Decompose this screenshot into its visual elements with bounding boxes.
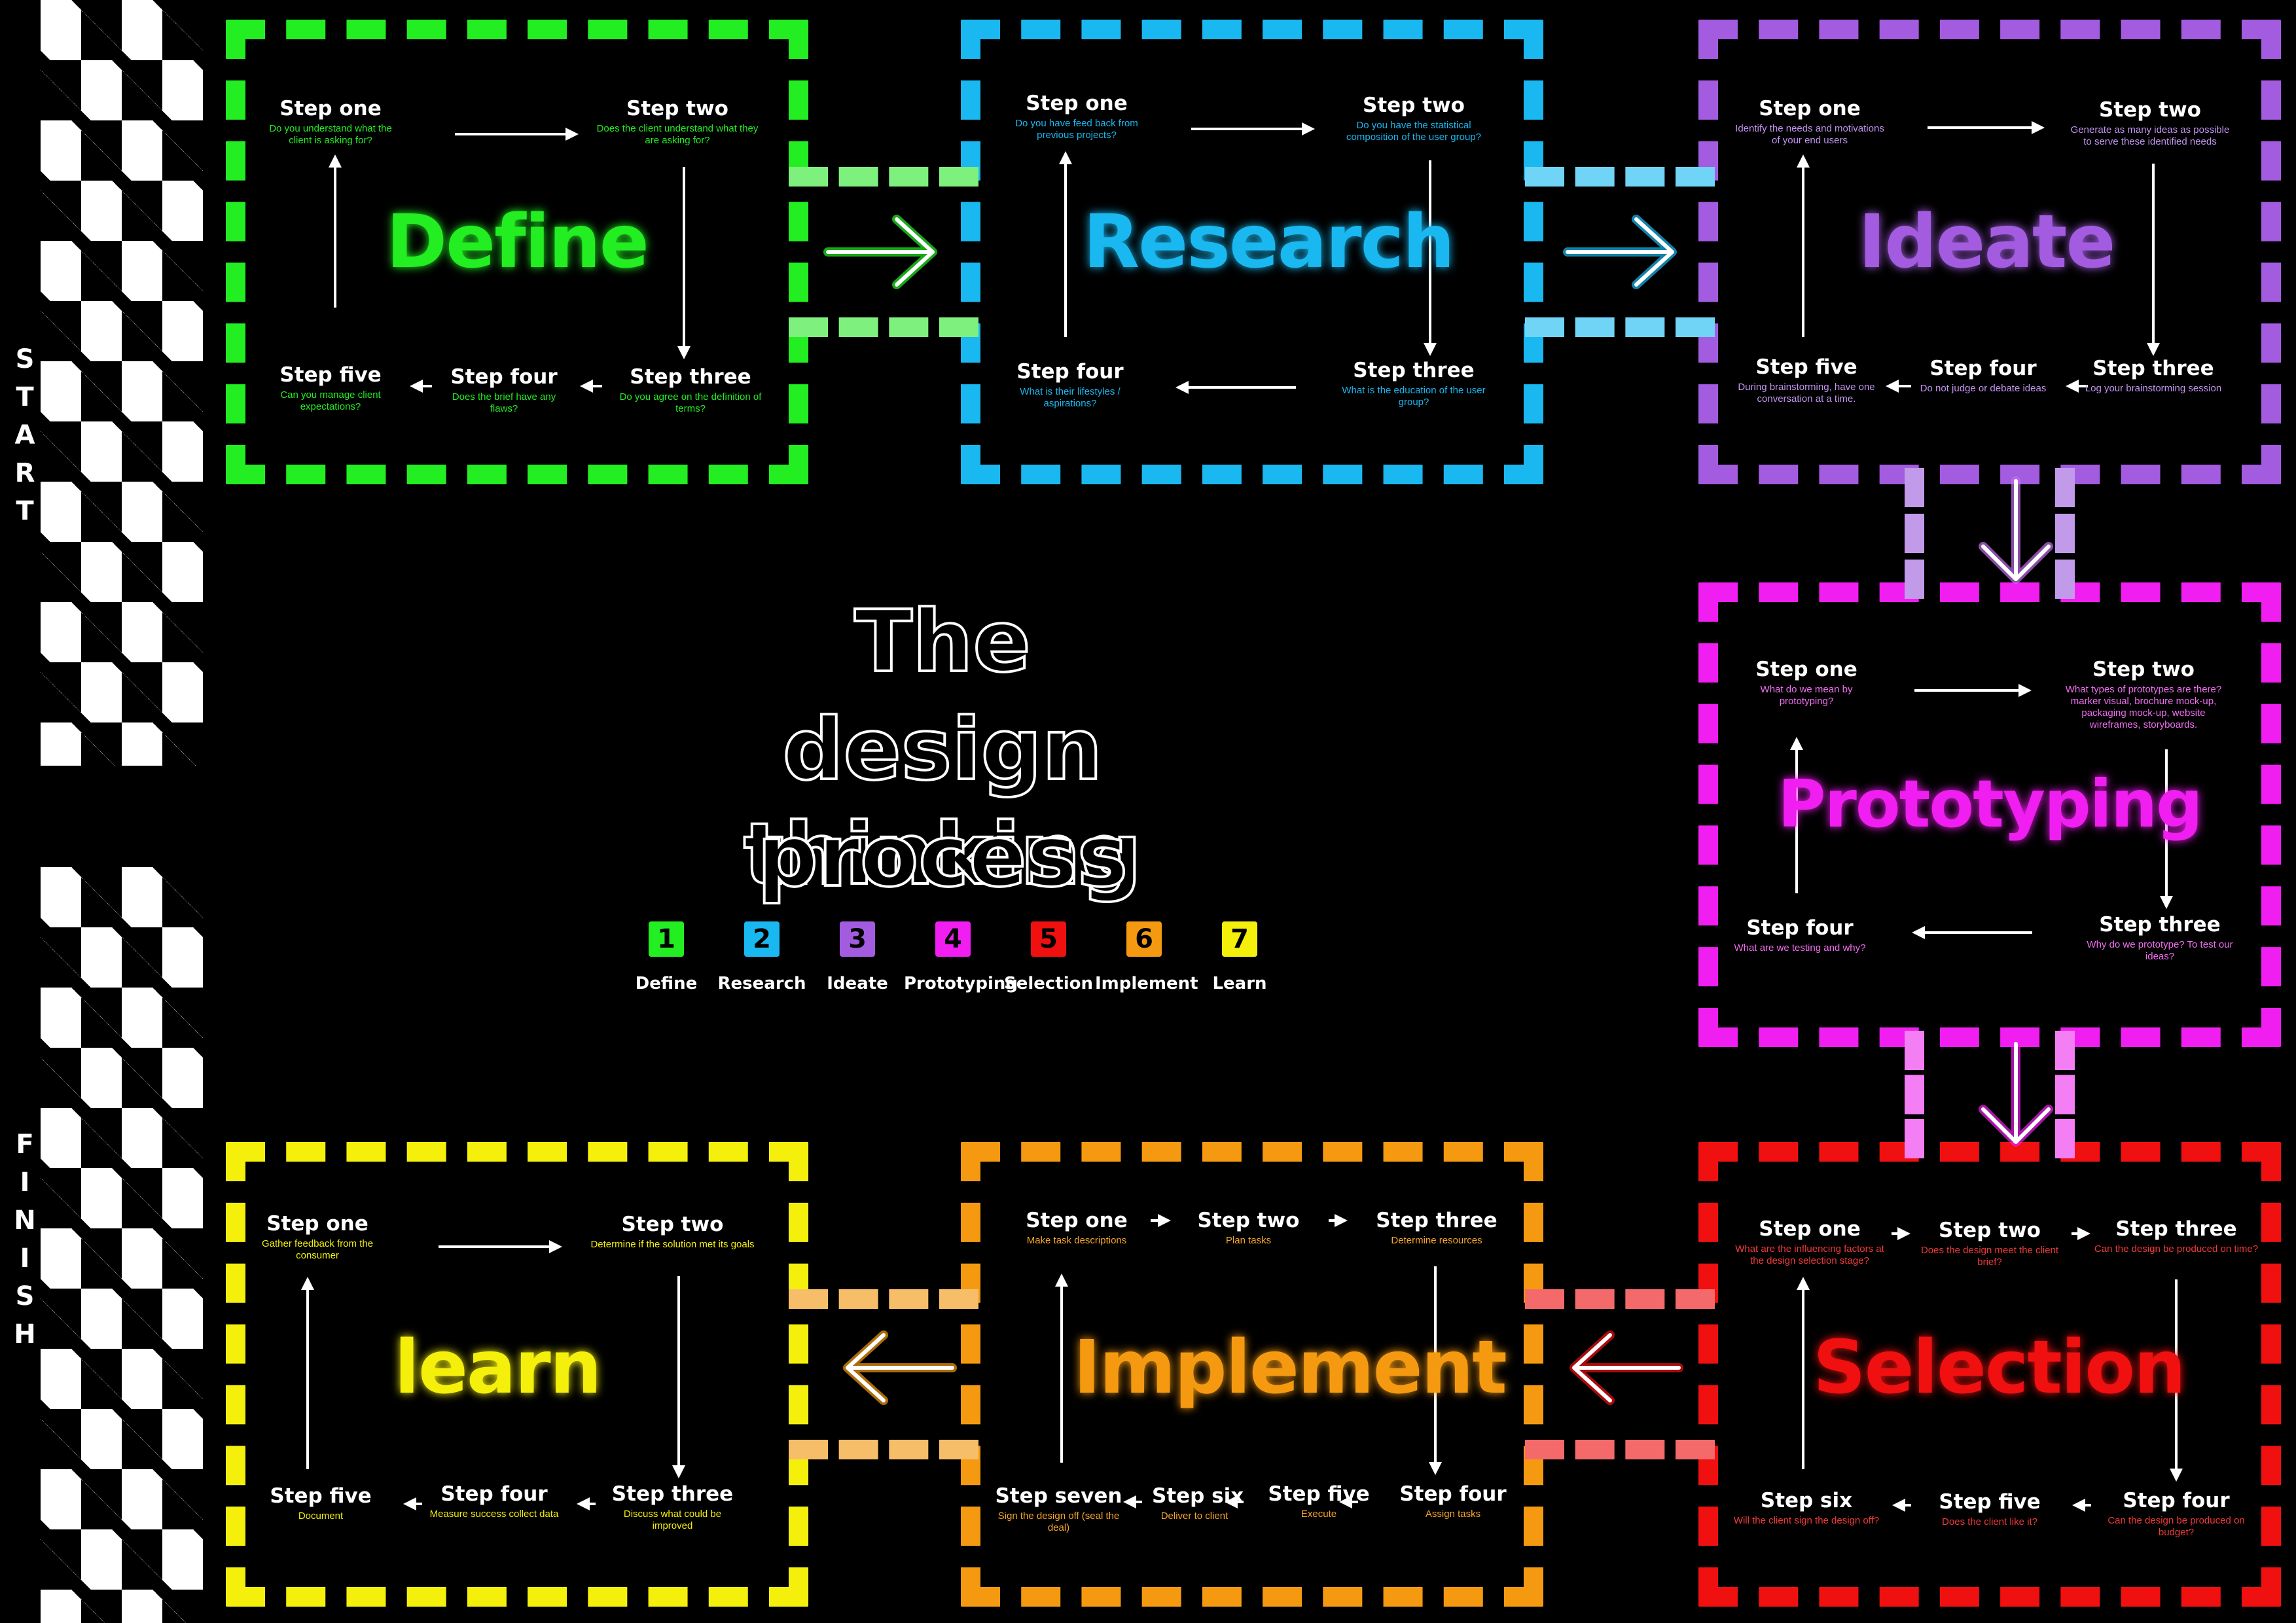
connector-prototyping-selection	[1905, 1031, 2075, 1158]
legend-box-implement: 6	[1126, 921, 1162, 957]
legend-label-define: Define	[635, 974, 698, 993]
legend-box-ideate: 3	[840, 921, 875, 957]
define-title: Define	[386, 200, 649, 285]
research-frame	[961, 20, 1543, 484]
legend-label-implement: Implement	[1095, 974, 1198, 993]
main-title-line3: process	[756, 805, 1129, 907]
legend-label-learn: Learn	[1212, 974, 1267, 993]
legend-label-research: Research	[717, 974, 806, 993]
learn-frame	[226, 1142, 808, 1607]
connector-implement-learn	[789, 1289, 978, 1459]
legend-box-selection: 5	[1031, 921, 1066, 957]
learn-title: learn	[394, 1325, 602, 1410]
finish-label: FINISH	[14, 1130, 36, 1349]
connector-selection-implement	[1525, 1289, 1715, 1459]
legend-box-learn: 7	[1222, 921, 1257, 957]
start-checkerboard	[41, 0, 203, 766]
start-label: START	[14, 344, 35, 526]
define-frame	[226, 20, 808, 484]
finish-checkerboard	[41, 867, 203, 1623]
main-title-line2: design thinking	[742, 698, 1143, 905]
implement-frame	[961, 1142, 1543, 1607]
ideate-title: Ideate	[1858, 200, 2116, 285]
legend-box-define: 1	[649, 921, 684, 957]
ideate-frame	[1698, 20, 2281, 484]
selection-frame	[1698, 1142, 2281, 1607]
legend-label-prototyping: Prototyping	[904, 974, 1018, 993]
legend-label-selection: Selection	[1003, 974, 1094, 993]
main-title-line1: The	[853, 590, 1031, 692]
connector-ideate-prototyping	[1905, 468, 2075, 599]
research-title: Research	[1083, 200, 1455, 285]
prototyping-frame	[1698, 582, 2281, 1047]
connector-research-ideate	[1525, 167, 1715, 337]
prototyping-title: Prototyping	[1778, 766, 2202, 842]
legend-label-ideate: Ideate	[827, 974, 888, 993]
connector-define-research	[789, 167, 978, 337]
legend-box-research: 2	[744, 921, 780, 957]
legend-box-prototyping: 4	[935, 921, 971, 957]
selection-title: Selection	[1813, 1325, 2186, 1410]
implement-title: Implement	[1073, 1325, 1507, 1410]
